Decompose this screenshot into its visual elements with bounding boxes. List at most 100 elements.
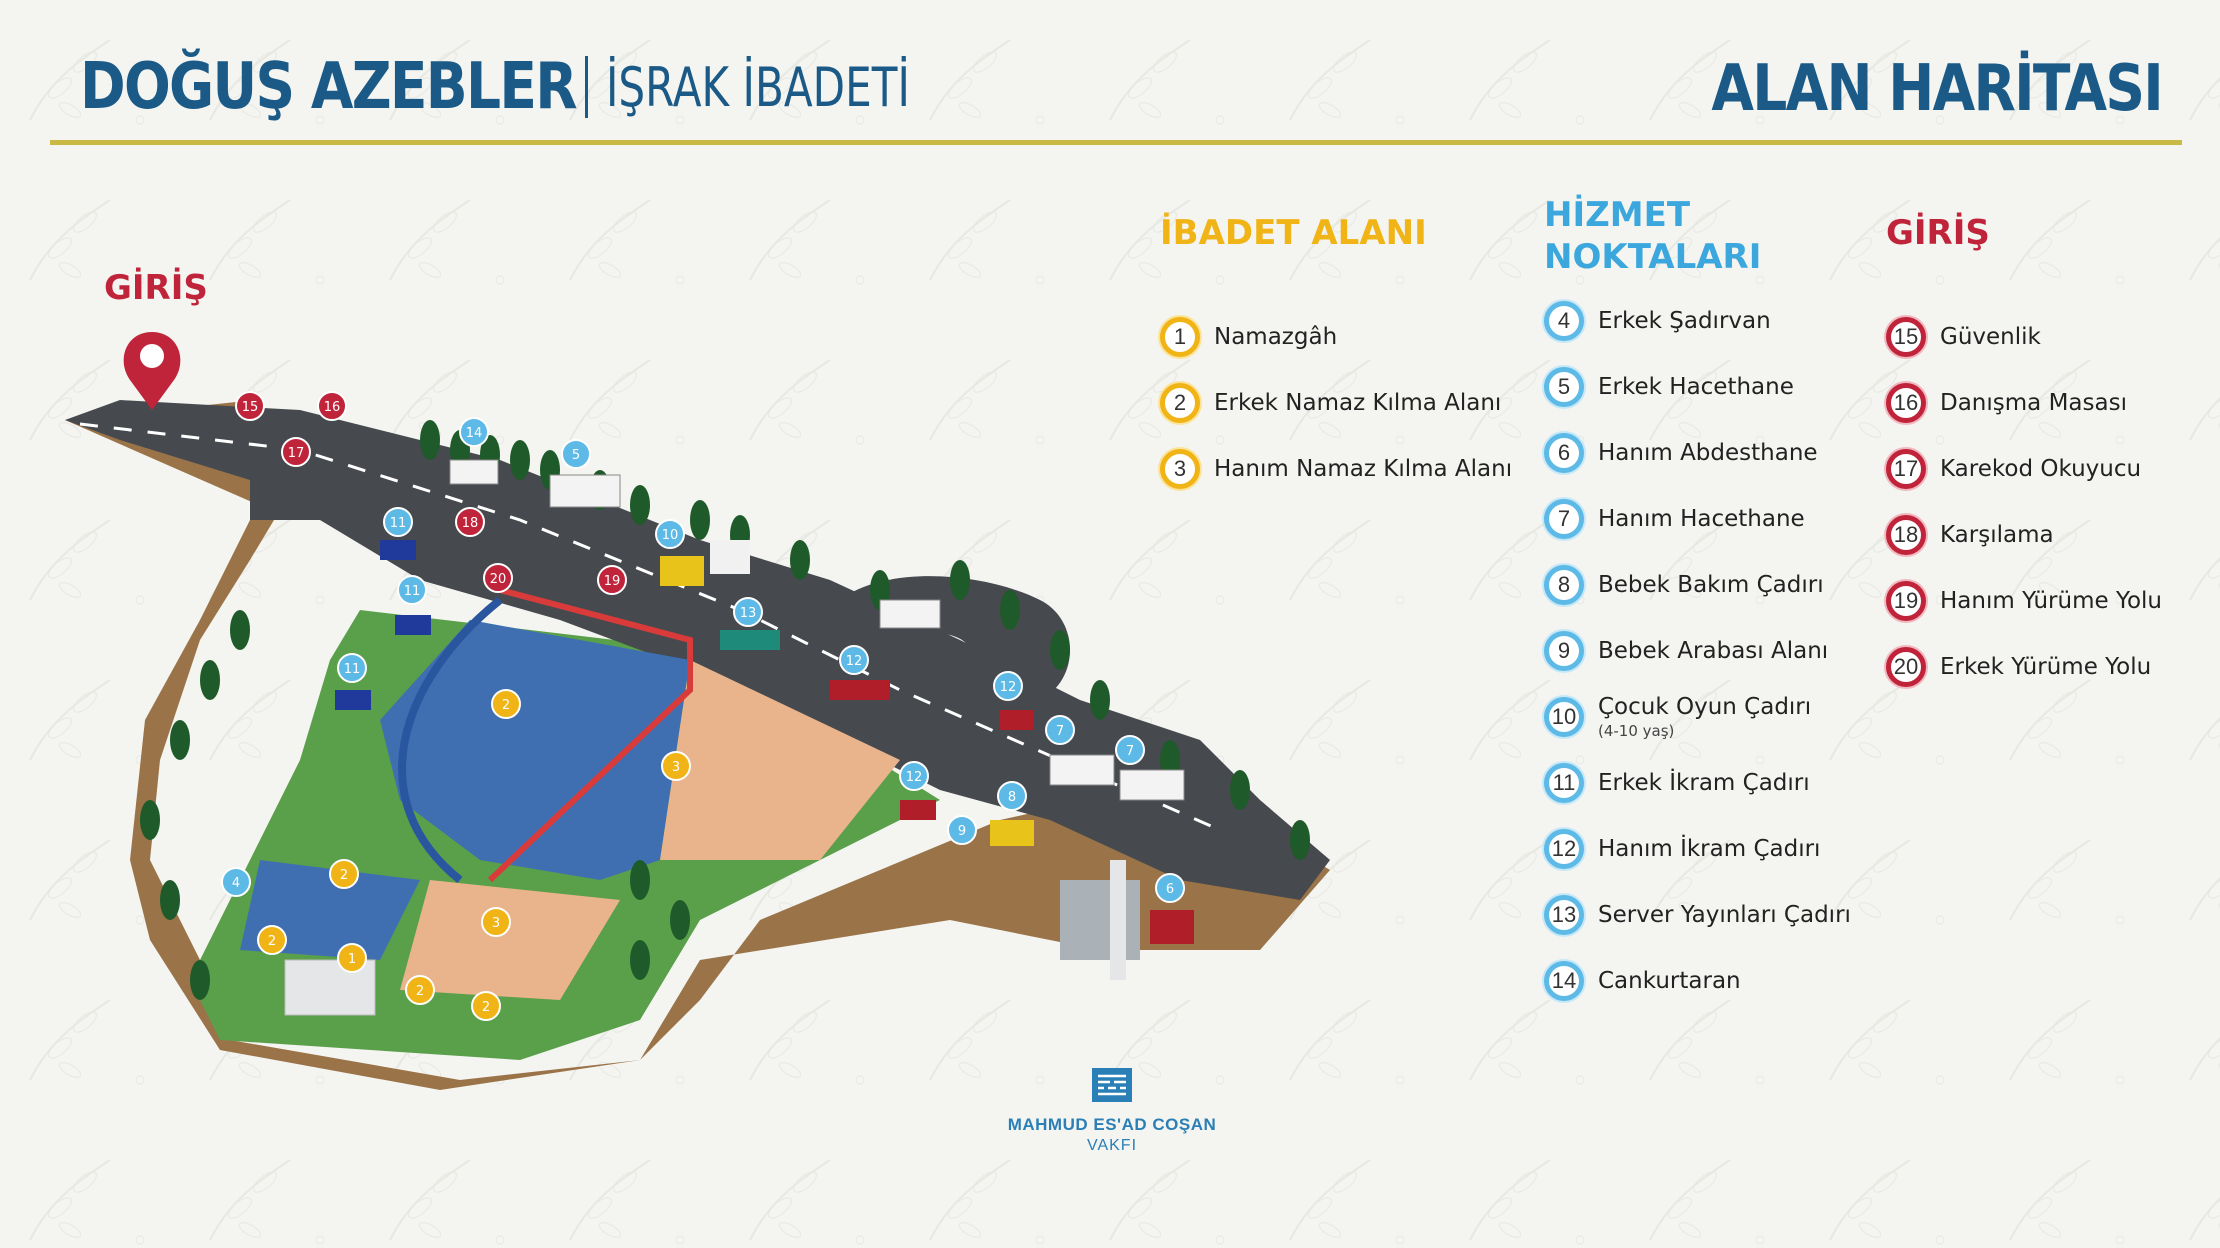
brand-title: DOĞUŞ AZEBLER bbox=[80, 50, 578, 124]
legend-label: Cankurtaran bbox=[1598, 968, 1741, 994]
legend-label: Erkek Şadırvan bbox=[1598, 308, 1771, 334]
svg-text:5: 5 bbox=[572, 448, 580, 463]
terrain-ground bbox=[65, 400, 1330, 1090]
legend-hizmet-title-line1: HİZMET bbox=[1544, 195, 1691, 235]
legend-item: 11 Erkek İkram Çadırı bbox=[1544, 750, 1851, 816]
svg-text:10: 10 bbox=[662, 528, 679, 543]
legend-number: 6 bbox=[1544, 433, 1584, 473]
legend-number: 20 bbox=[1886, 647, 1926, 687]
legend-label: Çocuk Oyun Çadırı bbox=[1598, 694, 1812, 720]
legend-label-group: Çocuk Oyun Çadırı (4-10 yaş) bbox=[1598, 694, 1811, 740]
svg-text:11: 11 bbox=[404, 584, 421, 599]
foundation-type: VAKFI bbox=[1086, 1137, 1138, 1154]
legend-number: 5 bbox=[1544, 367, 1584, 407]
women-prayer-area bbox=[660, 660, 900, 860]
map-entrance-label: GİRİŞ bbox=[104, 268, 208, 308]
legend-item: 16 Danışma Masası bbox=[1886, 370, 2162, 436]
map-title: ALAN HARİTASI bbox=[1711, 52, 2163, 126]
svg-text:2: 2 bbox=[340, 868, 348, 883]
legend-label: Karekod Okuyucu bbox=[1940, 456, 2142, 482]
svg-text:2: 2 bbox=[502, 698, 510, 713]
vehicles bbox=[449, 459, 1185, 801]
main-road bbox=[65, 400, 1330, 900]
svg-text:13: 13 bbox=[740, 606, 757, 621]
men-walkway bbox=[398, 596, 503, 884]
legend-label: Namazgâh bbox=[1214, 324, 1338, 350]
tents bbox=[335, 540, 1034, 846]
svg-text:14: 14 bbox=[466, 426, 483, 441]
legend-number: 10 bbox=[1544, 697, 1584, 737]
men-prayer-area bbox=[380, 620, 690, 880]
legend-item: 19 Hanım Yürüme Yolu bbox=[1886, 568, 2162, 634]
legend-item: 14 Cankurtaran bbox=[1544, 948, 1851, 1014]
legend-label: Server Yayınları Çadırı bbox=[1598, 902, 1851, 928]
legend-item: 5 Erkek Hacethane bbox=[1544, 354, 1851, 420]
legend-number: 15 bbox=[1886, 317, 1926, 357]
title-divider bbox=[584, 56, 588, 118]
legend-label: Hanım Hacethane bbox=[1598, 506, 1805, 532]
svg-text:2: 2 bbox=[268, 934, 276, 949]
legend-number: 17 bbox=[1886, 449, 1926, 489]
legend-item: 15 Güvenlik bbox=[1886, 304, 2162, 370]
legend-label: Karşılama bbox=[1940, 522, 2054, 548]
svg-text:15: 15 bbox=[242, 400, 259, 415]
women-walkway bbox=[487, 587, 693, 883]
legend-sublabel: (4-10 yaş) bbox=[1598, 722, 1675, 740]
legend-number: 16 bbox=[1886, 383, 1926, 423]
svg-text:8: 8 bbox=[1008, 790, 1016, 805]
legend-label: Erkek Hacethane bbox=[1598, 374, 1794, 400]
service-building bbox=[1060, 860, 1194, 980]
svg-text:4: 4 bbox=[232, 876, 240, 891]
legend-item: 1 Namazgâh bbox=[1160, 304, 1512, 370]
svg-text:1: 1 bbox=[348, 952, 356, 967]
svg-text:20: 20 bbox=[490, 572, 507, 587]
svg-text:18: 18 bbox=[462, 516, 479, 531]
foundation-mark-icon bbox=[1092, 1068, 1132, 1102]
foundation-name: MAHMUD ES'AD COŞAN bbox=[1007, 1115, 1217, 1134]
svg-text:19: 19 bbox=[604, 574, 621, 589]
legend-number: 19 bbox=[1886, 581, 1926, 621]
svg-text:11: 11 bbox=[344, 662, 361, 677]
legend-item: 6 Hanım Abdesthane bbox=[1544, 420, 1851, 486]
legend-label: Hanım Yürüme Yolu bbox=[1940, 588, 2162, 614]
legend-number: 12 bbox=[1544, 829, 1584, 869]
legend-item: 2 Erkek Namaz Kılma Alanı bbox=[1160, 370, 1512, 436]
legend-label: Bebek Arabası Alanı bbox=[1598, 638, 1829, 664]
lower-women-area bbox=[400, 880, 620, 1000]
legend-label: Güvenlik bbox=[1940, 324, 2041, 350]
svg-text:12: 12 bbox=[1000, 680, 1017, 695]
legend-label: Erkek Namaz Kılma Alanı bbox=[1214, 390, 1502, 416]
legend-number: 13 bbox=[1544, 895, 1584, 935]
legend-item: 17 Karekod Okuyucu bbox=[1886, 436, 2162, 502]
svg-text:17: 17 bbox=[288, 446, 305, 461]
legend-item: 10 Çocuk Oyun Çadırı (4-10 yaş) bbox=[1544, 684, 1851, 750]
legend-ibadet-title: İBADET ALANI bbox=[1160, 213, 1427, 253]
legend-number: 14 bbox=[1544, 961, 1584, 1001]
legend-giris-title: GİRİŞ bbox=[1886, 213, 1990, 253]
svg-text:12: 12 bbox=[906, 770, 923, 785]
legend-label: Hanım Abdesthane bbox=[1598, 440, 1818, 466]
legend-label: Erkek İkram Çadırı bbox=[1598, 770, 1810, 796]
legend-number: 3 bbox=[1160, 449, 1200, 489]
legend-number: 2 bbox=[1160, 383, 1200, 423]
svg-text:11: 11 bbox=[390, 516, 407, 531]
legend-item: 13 Server Yayınları Çadırı bbox=[1544, 882, 1851, 948]
entrance-pin-icon bbox=[123, 332, 181, 410]
legend-label: Danışma Masası bbox=[1940, 390, 2127, 416]
legend-number: 11 bbox=[1544, 763, 1584, 803]
legend-number: 1 bbox=[1160, 317, 1200, 357]
svg-text:16: 16 bbox=[324, 400, 341, 415]
foundation-logo: MAHMUD ES'AD COŞAN VAKFI bbox=[1000, 1068, 1224, 1155]
svg-text:12: 12 bbox=[846, 654, 863, 669]
legend-ibadet: İBADET ALANI 1 Namazgâh 2 Erkek Namaz Kılm… bbox=[1160, 212, 1512, 502]
